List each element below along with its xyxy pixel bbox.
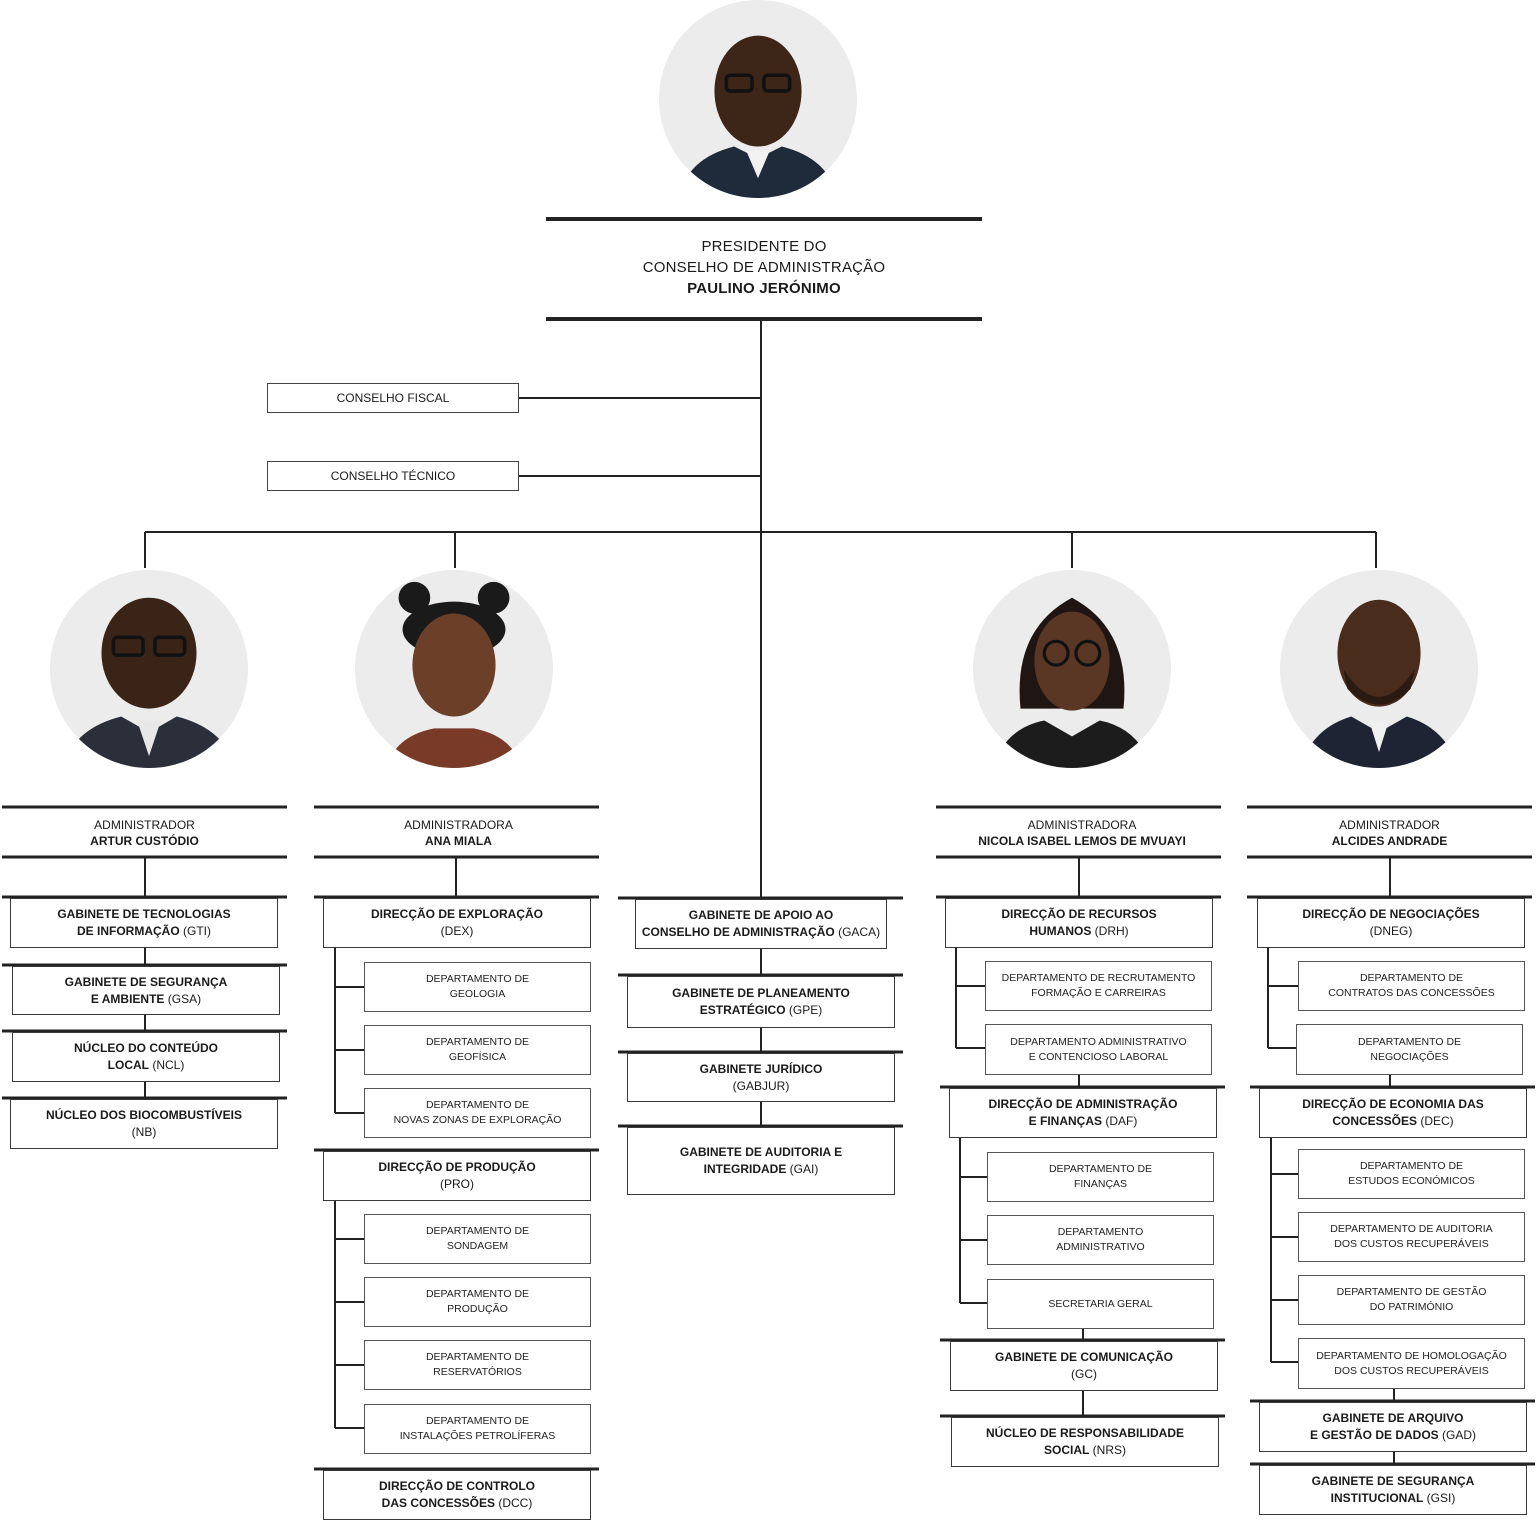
president-name: PAULINO JERÓNIMO — [687, 280, 841, 297]
unit-box-gc[interactable]: GABINETE DE COMUNICAÇÃO (GC) — [950, 1341, 1218, 1391]
admin-role: ADMINISTRADOR — [1339, 818, 1440, 832]
admin-name: ARTUR CUSTÓDIO — [90, 834, 199, 848]
unit-title: DIRECÇÃO DE PRODUÇÃO — [378, 1160, 536, 1174]
unit-box-nb[interactable]: NÚCLEO DOS BIOCOMBUSTÍVEIS (NB) — [10, 1099, 278, 1149]
unit-abbr: (NB) — [131, 1125, 157, 1139]
admin-label-artur: ADMINISTRADOR ARTUR CUSTÓDIO — [2, 817, 287, 849]
admin-name: NICOLA ISABEL LEMOS DE MVUAYI — [978, 834, 1186, 848]
unit-title: DIRECÇÃO DE NEGOCIAÇÕES — [1302, 907, 1480, 921]
unit-box-dex[interactable]: DIRECÇÃO DE EXPLORAÇÃO (DEX) — [323, 898, 591, 948]
admin-role: ADMINISTRADORA — [404, 818, 513, 832]
unit-abbr: (DEX) — [440, 924, 474, 938]
unit-abbr: (GABJUR) — [732, 1078, 790, 1093]
admin-label-nicola: ADMINISTRADORA NICOLA ISABEL LEMOS DE MV… — [937, 817, 1227, 849]
admin-role: ADMINISTRADOR — [94, 818, 195, 832]
unit-box-dneg[interactable]: DIRECÇÃO DE NEGOCIAÇÕES (DNEG) — [1257, 898, 1525, 948]
admin-name: ANA MIALA — [425, 834, 492, 848]
admin-photo-nicola — [973, 570, 1171, 768]
admin-role: ADMINISTRADORA — [1027, 818, 1137, 832]
admin-photo-ana — [355, 570, 553, 768]
president-role-line2: CONSELHO DE ADMINISTRAÇÃO — [642, 259, 886, 276]
conselho-fiscal-box[interactable]: CONSELHO FISCAL — [267, 383, 519, 413]
unit-box-gabjur[interactable]: GABINETE JURÍDICO (GABJUR) — [627, 1053, 895, 1102]
admin-name: ALCIDES ANDRADE — [1331, 834, 1448, 848]
unit-title: DIRECÇÃO DE EXPLORAÇÃO — [370, 907, 543, 921]
admin-label-alcides: ADMINISTRADOR ALCIDES ANDRADE — [1247, 817, 1532, 849]
president-photo — [659, 0, 857, 198]
admin-photo-alcides — [1280, 570, 1478, 768]
dept-box-secretaria[interactable]: SECRETARIA GERAL — [987, 1279, 1214, 1329]
unit-title: GABINETE DE COMUNICAÇÃO — [994, 1350, 1173, 1364]
admin-photo-artur — [50, 570, 248, 768]
unit-abbr: (PRO) — [440, 1177, 474, 1191]
unit-abbr: (DNEG) — [1369, 924, 1413, 938]
president-label: PRESIDENTE DO CONSELHO DE ADMINISTRAÇÃO … — [546, 236, 982, 299]
unit-abbr: (GC) — [1071, 1367, 1097, 1381]
president-role-line1: PRESIDENTE DO — [701, 238, 827, 255]
unit-title: GABINETE JURÍDICO — [699, 1061, 823, 1076]
unit-box-pro[interactable]: DIRECÇÃO DE PRODUÇÃO (PRO) — [323, 1151, 591, 1201]
conselho-tecnico-box[interactable]: CONSELHO TÉCNICO — [267, 461, 519, 491]
admin-label-ana: ADMINISTRADORA ANA MIALA — [316, 817, 601, 849]
unit-title: NÚCLEO DOS BIOCOMBUSTÍVEIS — [45, 1108, 242, 1122]
